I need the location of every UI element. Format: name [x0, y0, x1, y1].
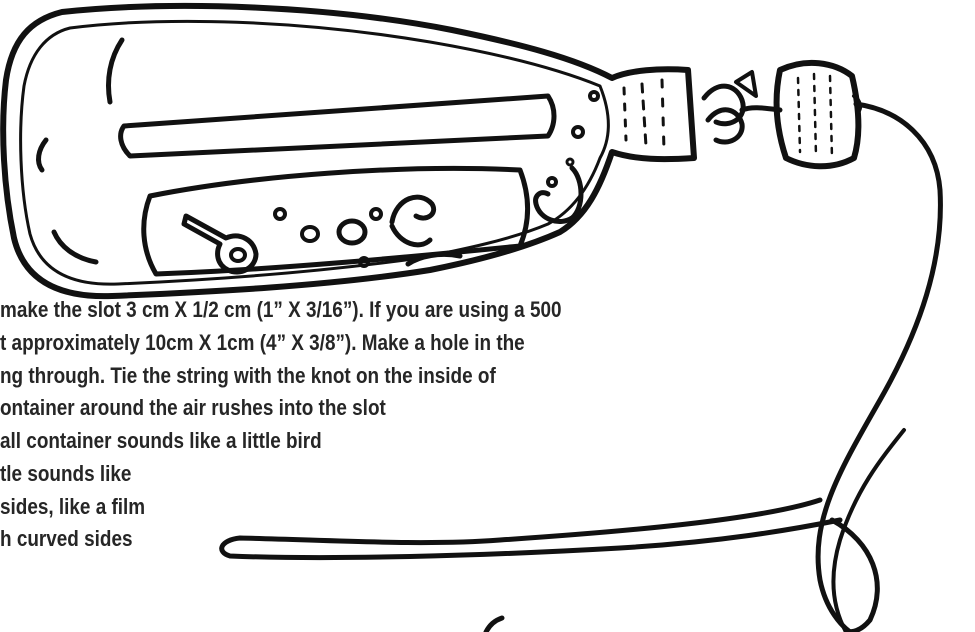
- instruction-line: t approximately 10cm X 1cm (4” X 3/8”). …: [0, 330, 525, 355]
- instruction-line: sides, like a film: [0, 494, 146, 519]
- instruction-line: ontainer around the air rushes into the …: [0, 395, 386, 420]
- instruction-line: h curved sides: [0, 526, 133, 551]
- instruction-line: ng through. Tie the string with the knot…: [0, 363, 496, 388]
- knot-icon: [701, 70, 783, 145]
- plastic-bottle-icon: [0, 3, 697, 300]
- string-icon: [219, 101, 943, 632]
- bottle-cap-icon: [773, 59, 863, 170]
- instruction-line: all container sounds like a little bird: [0, 428, 322, 453]
- instruction-line: tle sounds like: [0, 461, 132, 486]
- instruction-line: make the slot 3 cm X 1/2 cm (1” X 3/16”)…: [0, 297, 562, 322]
